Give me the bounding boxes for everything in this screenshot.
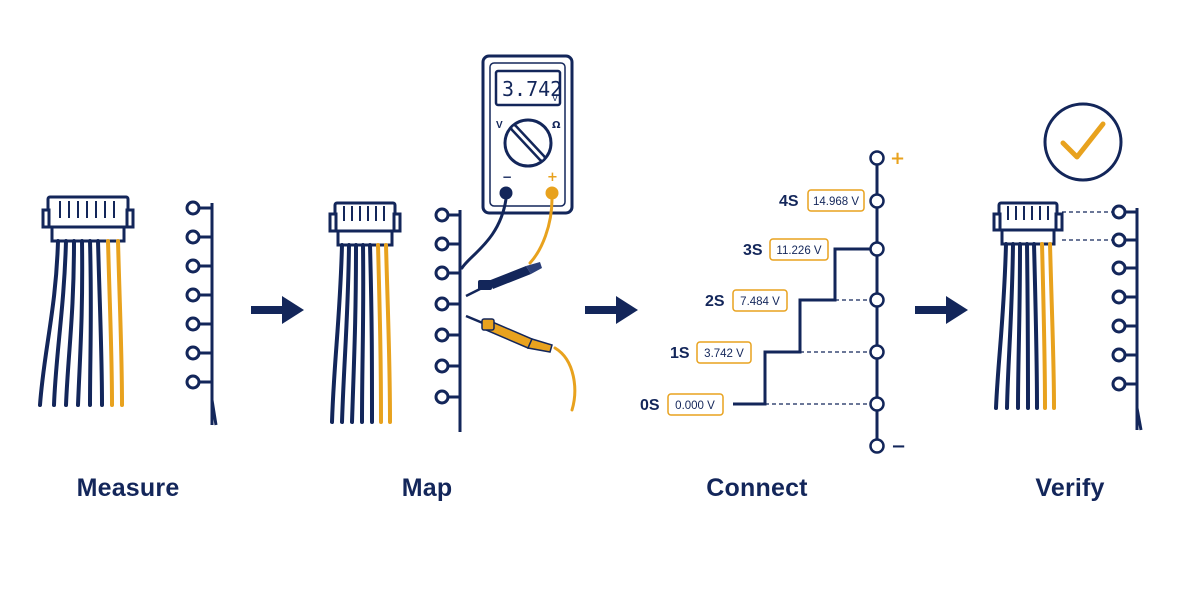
flow-arrow-1 (251, 296, 304, 324)
level-name: 3S (743, 242, 763, 259)
dial-label-ohms: Ω (552, 120, 561, 131)
step-measure-illustration (38, 195, 218, 426)
step-title-measure: Measure (76, 474, 180, 502)
level-name: 1S (670, 345, 690, 362)
wire-bundle (330, 243, 392, 424)
ladder-nodes (869, 150, 885, 454)
jack-com: − (499, 170, 513, 200)
alignment-guides (1062, 211, 1112, 241)
black-probe (465, 262, 542, 298)
meter-display: 3.742 V (494, 69, 562, 107)
level-1s: 1S 3.742 V (670, 341, 752, 364)
level-3s: 3S 11.226 V (743, 238, 829, 261)
step-connect-illustration: + − 4S 14.968 V 3S 11.226 V 2S 7.484 V 1… (640, 148, 906, 457)
level-0s: 0S 0.000 V (640, 393, 724, 416)
step-map-illustration: 3.742 V V Ω − + (328, 54, 577, 432)
level-name: 0S (640, 397, 660, 414)
level-voltage: 14.968 V (813, 196, 859, 208)
level-voltage: 7.484 V (740, 296, 780, 308)
meter-reading: 3.742 (502, 77, 562, 101)
level-name: 4S (779, 193, 799, 210)
level-voltage: 3.742 V (704, 348, 744, 360)
step-title-map: Map (401, 474, 453, 502)
wire-bundle (38, 239, 124, 407)
connector-housing (328, 201, 402, 247)
step-title-verify: Verify (1035, 474, 1105, 502)
checkmark-icon (1043, 102, 1123, 182)
selector-dial (503, 118, 553, 168)
flow-arrow-3 (915, 296, 968, 324)
balance-lead-pins (1111, 204, 1143, 431)
red-probe (465, 314, 553, 353)
jack-volts: + (545, 170, 559, 200)
dial-label-volts: V (496, 120, 503, 131)
connector-housing (992, 201, 1064, 246)
balance-lead-pins (185, 200, 218, 426)
staircase-voltage-path (733, 247, 871, 406)
level-voltage: 11.226 V (776, 245, 822, 257)
probe-leads (460, 197, 577, 412)
svg-text:−: − (502, 170, 512, 184)
wire-bundle (994, 242, 1056, 410)
step-verify-illustration (992, 102, 1143, 431)
level-2s: 2S 7.484 V (705, 289, 788, 312)
negative-terminal-label: − (891, 436, 906, 457)
level-name: 2S (705, 293, 725, 310)
positive-terminal-label: + (890, 148, 905, 169)
meter-unit: V (552, 93, 558, 103)
svg-text:+: + (547, 170, 558, 185)
level-guide-lines (765, 299, 871, 405)
level-voltage: 0.000 V (675, 400, 715, 412)
step-title-connect: Connect (706, 474, 808, 502)
balance-lead-pins (434, 207, 462, 432)
flow-arrow-2 (585, 296, 638, 324)
connector-housing (41, 195, 135, 243)
level-4s: 4S 14.968 V (779, 189, 865, 212)
multimeter: 3.742 V V Ω − + (481, 54, 574, 215)
